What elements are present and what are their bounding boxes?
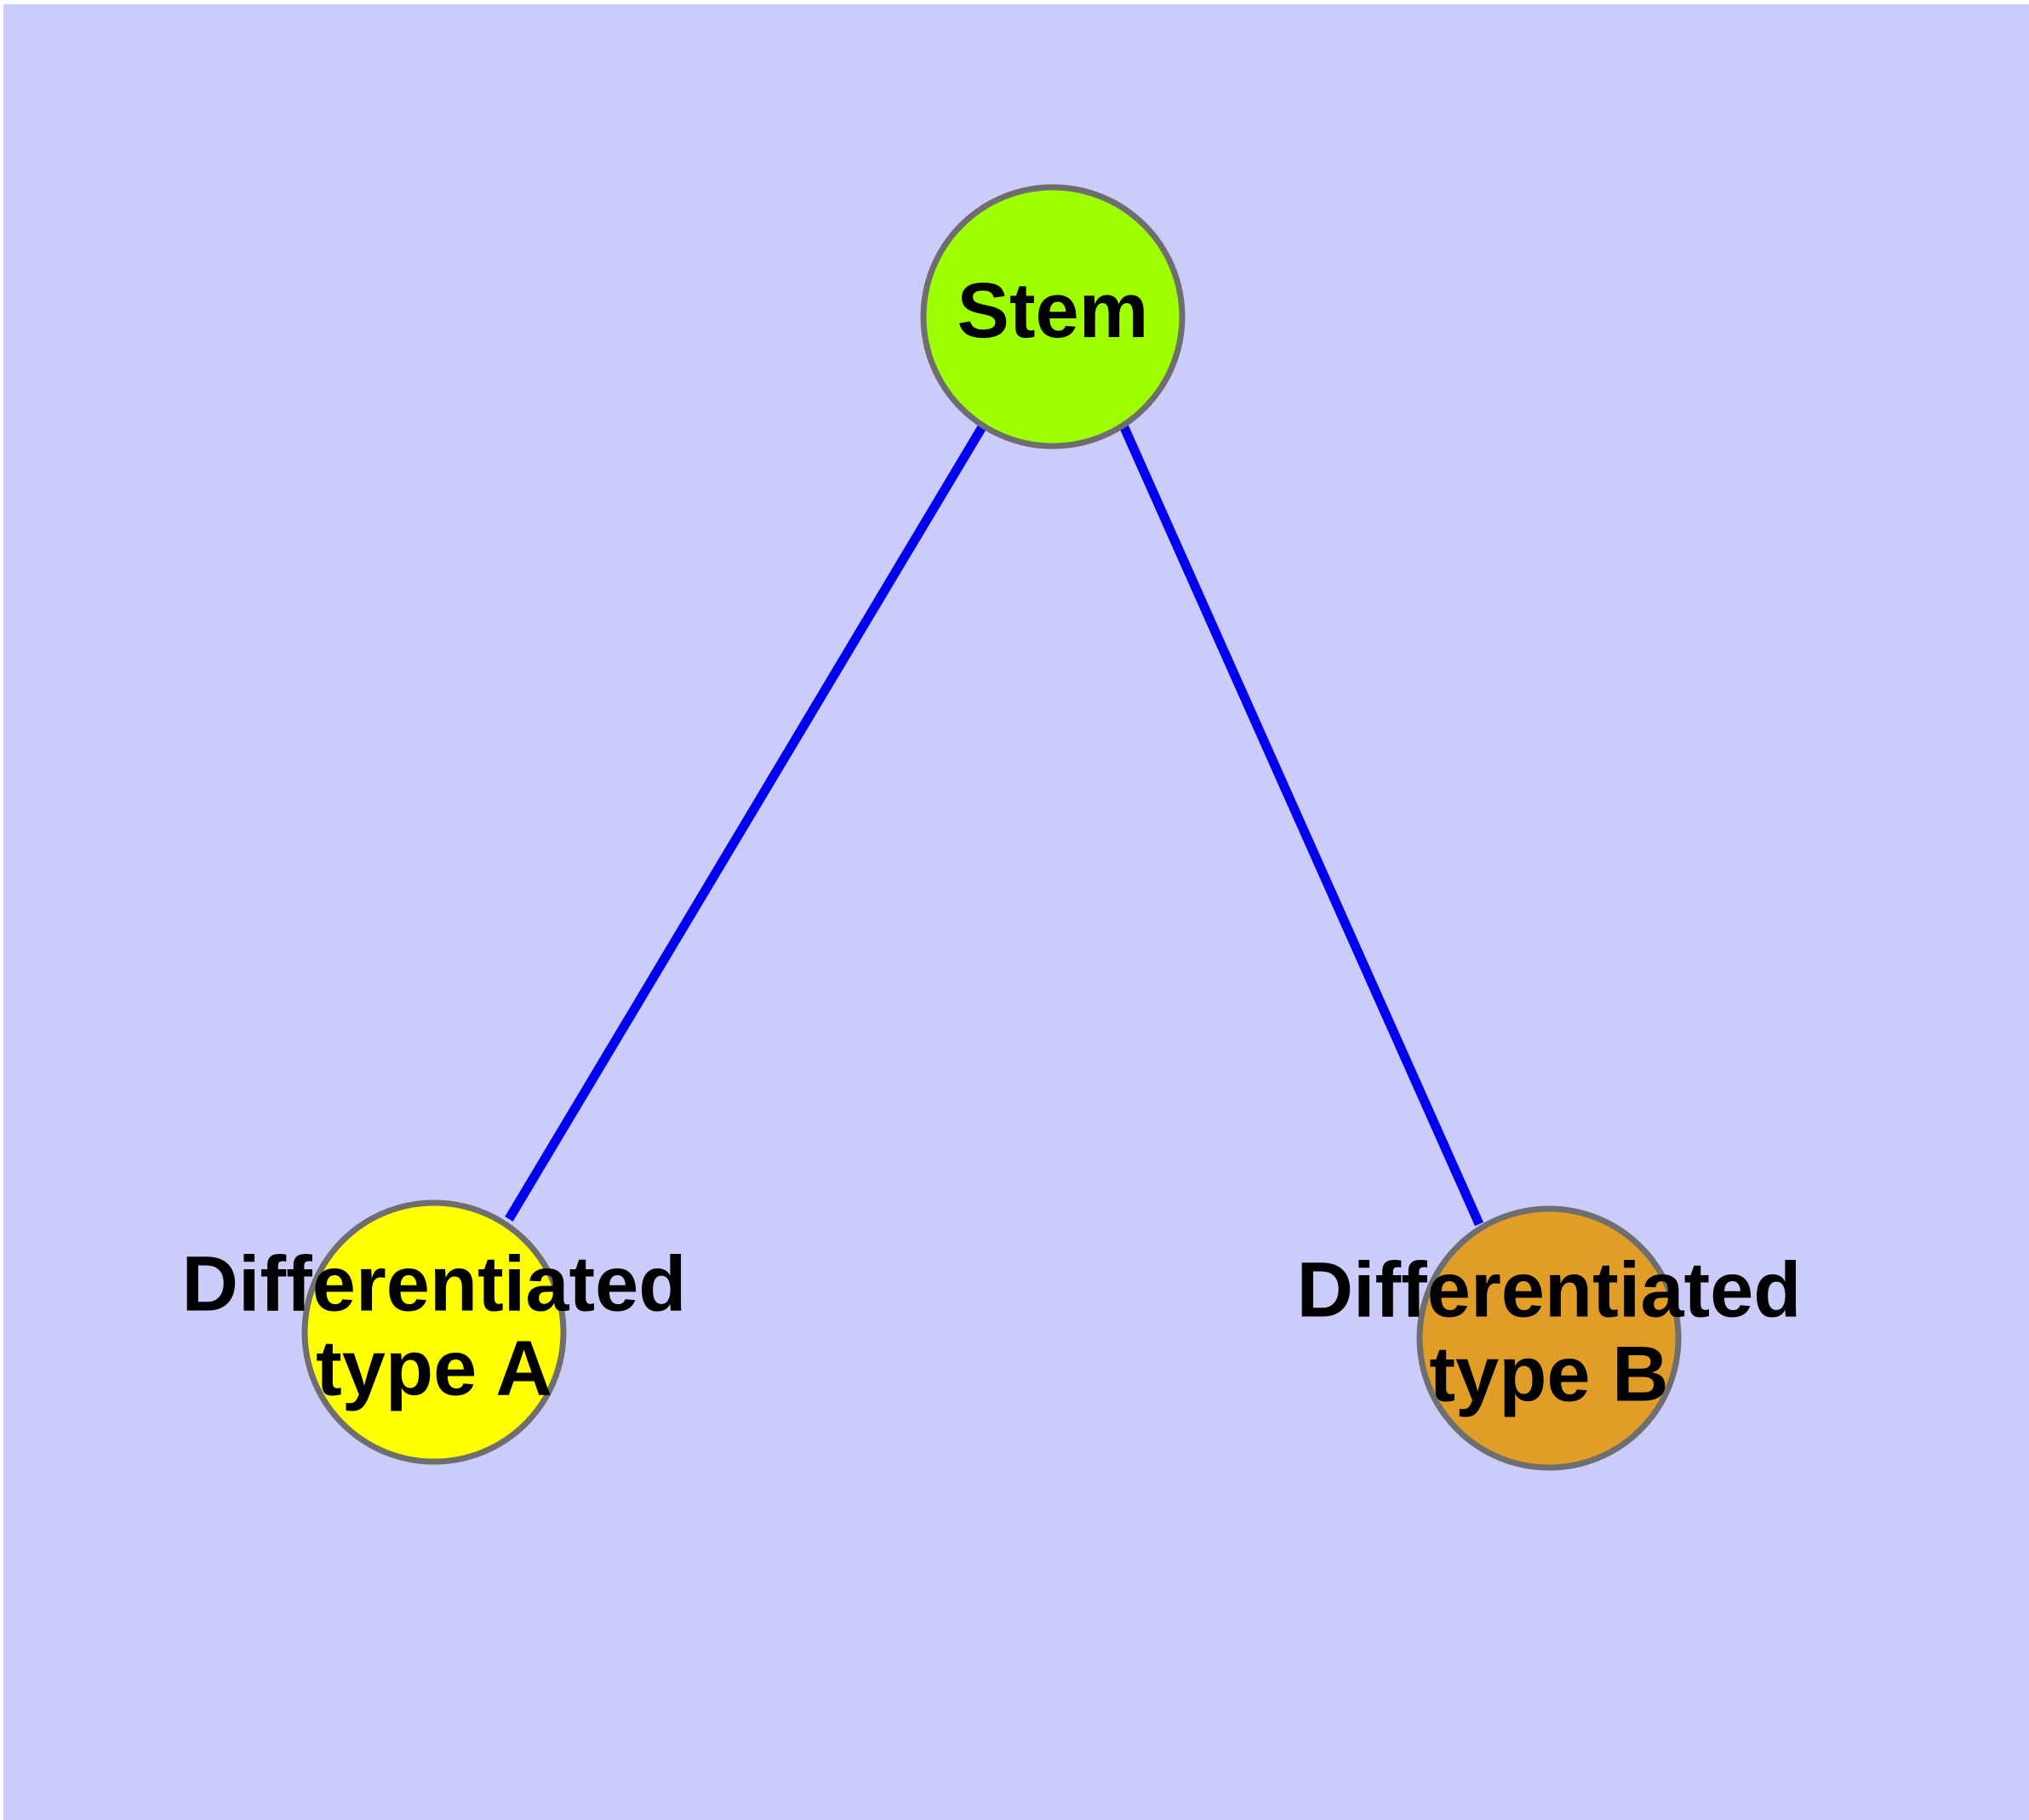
edge-stem-to-differentiated-type-b[interactable] <box>1118 423 1484 1227</box>
node-stem[interactable] <box>920 184 1186 449</box>
node-differentiated-type-a[interactable] <box>301 1199 567 1465</box>
node-differentiated-type-a-circle[interactable] <box>301 1199 567 1465</box>
node-differentiated-type-b[interactable] <box>1416 1205 1682 1471</box>
node-stem-circle[interactable] <box>920 184 1186 449</box>
node-differentiated-type-b-circle[interactable] <box>1416 1205 1682 1471</box>
node-stem-label: Stem <box>957 267 1149 354</box>
edge-layer <box>505 423 1484 1227</box>
edge-stem-to-differentiated-type-a[interactable] <box>505 423 987 1222</box>
node-layer <box>301 184 1682 1471</box>
